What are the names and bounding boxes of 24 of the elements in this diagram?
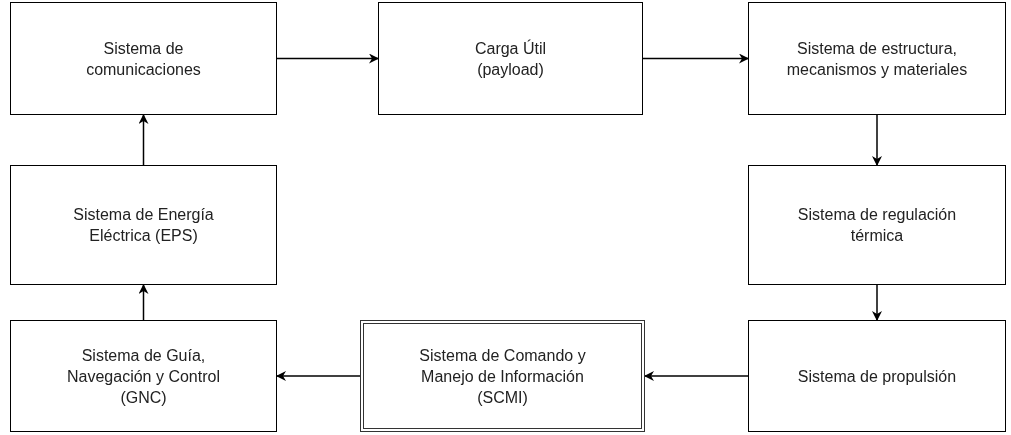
- box-label: Sistema de Comando y Manejo de Información (SCMI): [418, 345, 587, 408]
- box-label: Sistema de regulación térmica: [796, 205, 958, 246]
- arrow: [642, 53, 749, 64]
- box-label: Sistema de Energía Eléctrica (EPS): [72, 205, 215, 246]
- box-label: Sistema de propulsión: [797, 366, 957, 387]
- arrow: [276, 371, 361, 381]
- arrow: [276, 53, 379, 64]
- box-label: Sistema de comunicaciones: [85, 38, 202, 80]
- process-box: [378, 2, 643, 115]
- box-label: Sistema de estructura, mecanismos y materiales: [785, 38, 969, 80]
- arrow: [872, 284, 882, 321]
- arrow: [138, 114, 149, 166]
- box-label: Carga Útil (payload): [473, 38, 548, 80]
- process-box: [10, 165, 277, 285]
- process-box: [10, 2, 277, 115]
- process-box: [748, 320, 1006, 432]
- process-box: [360, 320, 645, 432]
- process-box: [748, 165, 1006, 285]
- process-box: [10, 320, 277, 432]
- arrow: [138, 284, 149, 321]
- arrow: [872, 114, 882, 166]
- box-label: Sistema de Guía, Navegación y Control (GNC): [66, 345, 221, 408]
- process-box: [748, 2, 1006, 115]
- arrow: [644, 371, 749, 381]
